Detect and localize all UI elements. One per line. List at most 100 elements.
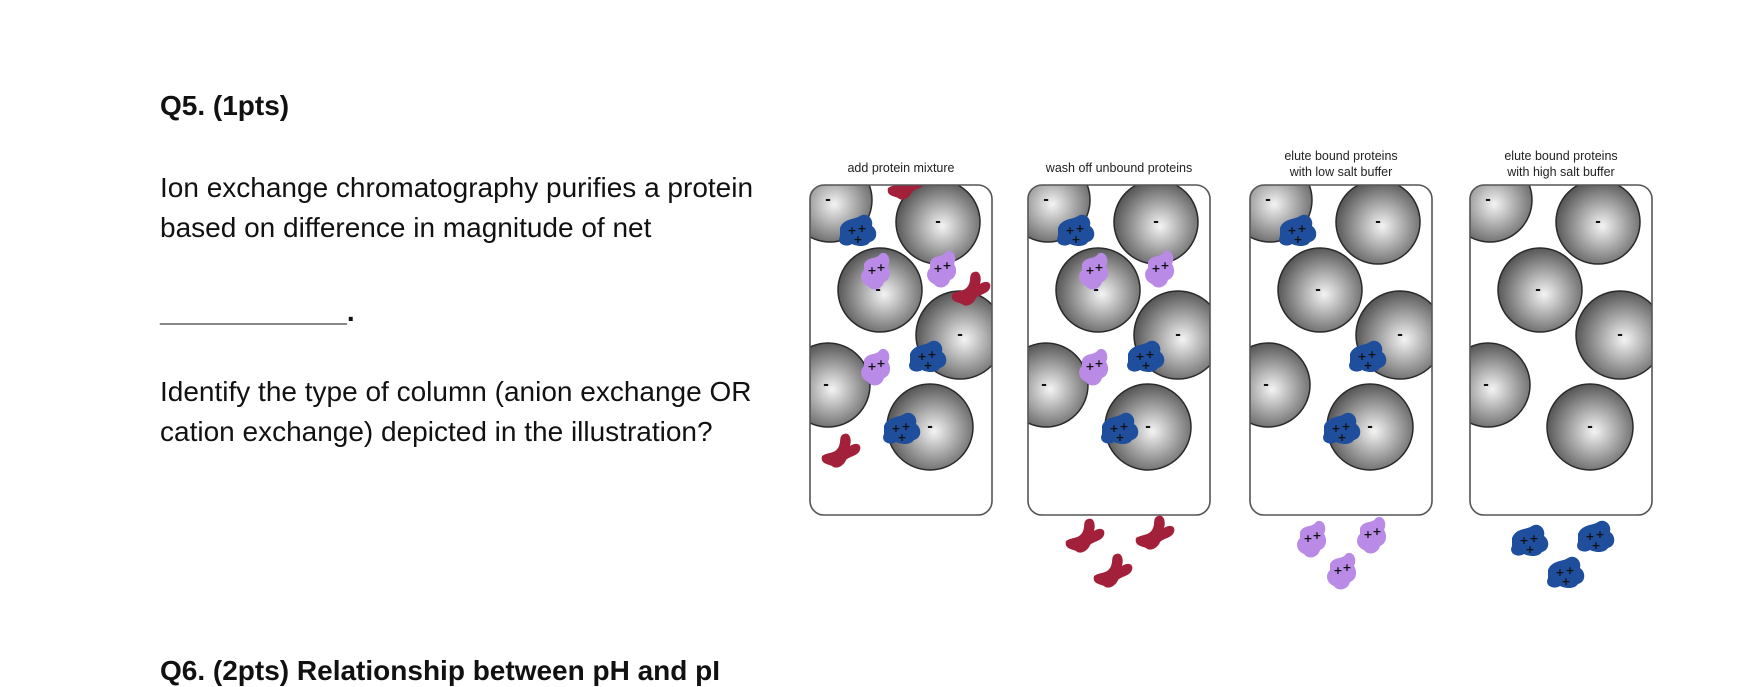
protein-charge-sign: + bbox=[1342, 561, 1351, 574]
protein-charge-sign: + bbox=[1303, 532, 1312, 545]
blue-bound-protein: +++ bbox=[909, 340, 947, 372]
red-unbound-protein bbox=[951, 271, 991, 306]
column-label-line-1: wash off unbound proteins bbox=[1045, 161, 1192, 175]
column-label-line-2: with high salt buffer bbox=[1506, 165, 1614, 179]
bead-charge-sign: - bbox=[1145, 419, 1151, 435]
column-interior: ------+++++++++++++++ bbox=[810, 185, 992, 515]
protein-charge-sign: + bbox=[1085, 264, 1094, 277]
protein-charge-sign: + bbox=[942, 259, 951, 272]
bead-charge-sign: - bbox=[935, 214, 941, 230]
column-interior: ------+++++++++ bbox=[1250, 185, 1432, 515]
resin-bead: - bbox=[837, 247, 923, 333]
resin-bead: - bbox=[1575, 290, 1652, 380]
protein-charge-sign: + bbox=[1297, 222, 1306, 235]
protein-charge-sign: + bbox=[857, 222, 866, 235]
protein-charge-sign: + bbox=[927, 348, 936, 361]
protein-charge-sign: + bbox=[853, 233, 862, 246]
protein-charge-sign: + bbox=[1561, 575, 1570, 588]
blue-bound-protein: +++ bbox=[1323, 412, 1361, 444]
blue-bound-protein: +++ bbox=[1127, 340, 1165, 372]
bead-charge-sign: - bbox=[1375, 214, 1381, 230]
protein-charge-sign: + bbox=[1591, 539, 1600, 552]
resin-bead: - bbox=[1104, 383, 1192, 471]
bead-charge-sign: - bbox=[1315, 282, 1321, 298]
protein-charge-sign: + bbox=[1135, 350, 1144, 363]
purple-weakly-bound-protein: ++ bbox=[1079, 348, 1109, 386]
red-unbound-protein bbox=[887, 185, 927, 200]
bead-charge-sign: - bbox=[1175, 327, 1181, 343]
red-unbound-protein bbox=[1093, 553, 1133, 588]
protein-charge-sign: + bbox=[1333, 564, 1342, 577]
q5-paragraph-1: Ion exchange chromatography purifies a p… bbox=[160, 172, 754, 243]
bead-charge-sign: - bbox=[1041, 377, 1047, 393]
red-unbound-protein bbox=[1065, 518, 1105, 553]
column-label-line-1: add protein mixture bbox=[847, 161, 954, 175]
protein-charge-sign: + bbox=[1525, 543, 1534, 556]
protein-charge-sign: + bbox=[1287, 224, 1296, 237]
protein-charge-sign: + bbox=[1160, 259, 1169, 272]
bead-charge-sign: - bbox=[1367, 419, 1373, 435]
protein-charge-sign: + bbox=[876, 261, 885, 274]
column-border bbox=[1027, 184, 1211, 516]
bead-charge-sign: - bbox=[1397, 327, 1403, 343]
protein-charge-sign: + bbox=[1367, 348, 1376, 361]
resin-bead: - bbox=[1497, 247, 1583, 333]
resin-bead: - bbox=[1470, 342, 1531, 428]
protein-charge-sign: + bbox=[1094, 261, 1103, 274]
blue-bound-protein: +++ bbox=[883, 412, 921, 444]
resin-bead: - bbox=[1546, 383, 1634, 471]
column-border bbox=[809, 184, 993, 516]
protein-charge-sign: + bbox=[1109, 422, 1118, 435]
protein-charge-sign: + bbox=[1363, 528, 1372, 541]
bead-charge-sign: - bbox=[1093, 282, 1099, 298]
protein-charge-sign: + bbox=[1075, 222, 1084, 235]
protein-charge-sign: + bbox=[1331, 422, 1340, 435]
protein-charge-sign: + bbox=[1337, 431, 1346, 444]
resin-bead: - bbox=[1555, 185, 1641, 265]
bead-charge-sign: - bbox=[1617, 327, 1623, 343]
protein-charge-sign: + bbox=[1585, 530, 1594, 543]
protein-charge-sign: + bbox=[897, 431, 906, 444]
red-unbound-protein bbox=[1135, 515, 1175, 550]
purple-weakly-bound-protein: ++ bbox=[1327, 552, 1357, 590]
resin-bead: - bbox=[1470, 185, 1533, 243]
bead-charge-sign: - bbox=[875, 282, 881, 298]
blue-bound-protein: +++ bbox=[1057, 214, 1095, 246]
protein-charge-sign: + bbox=[867, 360, 876, 373]
column-2: wash off unbound proteins------+++++++++… bbox=[1027, 161, 1211, 588]
protein-charge-sign: + bbox=[917, 350, 926, 363]
bead-charge-sign: - bbox=[1043, 192, 1049, 208]
column-interior: ------+++++++++++++++ bbox=[1028, 185, 1210, 515]
protein-charge-sign: + bbox=[876, 357, 885, 370]
q5-title: Q5. (1pts) bbox=[160, 90, 290, 121]
protein-charge-sign: + bbox=[1065, 224, 1074, 237]
blue-bound-protein: +++ bbox=[1511, 524, 1549, 556]
protein-charge-sign: + bbox=[1141, 359, 1150, 372]
protein-charge-sign: + bbox=[867, 264, 876, 277]
purple-weakly-bound-protein: ++ bbox=[1357, 516, 1387, 554]
resin-bead: - bbox=[1055, 247, 1141, 333]
protein-charge-sign: + bbox=[1555, 566, 1564, 579]
protein-charge-sign: + bbox=[1363, 359, 1372, 372]
protein-charge-sign: + bbox=[923, 359, 932, 372]
protein-charge-sign: + bbox=[1071, 233, 1080, 246]
purple-weakly-bound-protein: ++ bbox=[861, 252, 891, 290]
bead-charge-sign: - bbox=[1535, 282, 1541, 298]
protein-charge-sign: + bbox=[847, 224, 856, 237]
protein-charge-sign: + bbox=[933, 262, 942, 275]
red-unbound-protein bbox=[821, 433, 861, 468]
protein-charge-sign: + bbox=[1372, 525, 1381, 538]
purple-weakly-bound-protein: ++ bbox=[1079, 252, 1109, 290]
resin-bead: - bbox=[1250, 342, 1311, 428]
protein-charge-sign: + bbox=[1519, 534, 1528, 547]
protein-charge-sign: + bbox=[1312, 529, 1321, 542]
protein-charge-sign: + bbox=[1094, 357, 1103, 370]
blue-bound-protein: +++ bbox=[1577, 520, 1615, 552]
blue-bound-protein: +++ bbox=[839, 214, 877, 246]
blue-bound-protein: +++ bbox=[1349, 340, 1387, 372]
column-label-line-1: elute bound proteins bbox=[1284, 149, 1397, 163]
blue-bound-protein: +++ bbox=[1101, 412, 1139, 444]
purple-weakly-bound-protein: ++ bbox=[1145, 250, 1175, 288]
protein-charge-sign: + bbox=[1119, 420, 1128, 433]
